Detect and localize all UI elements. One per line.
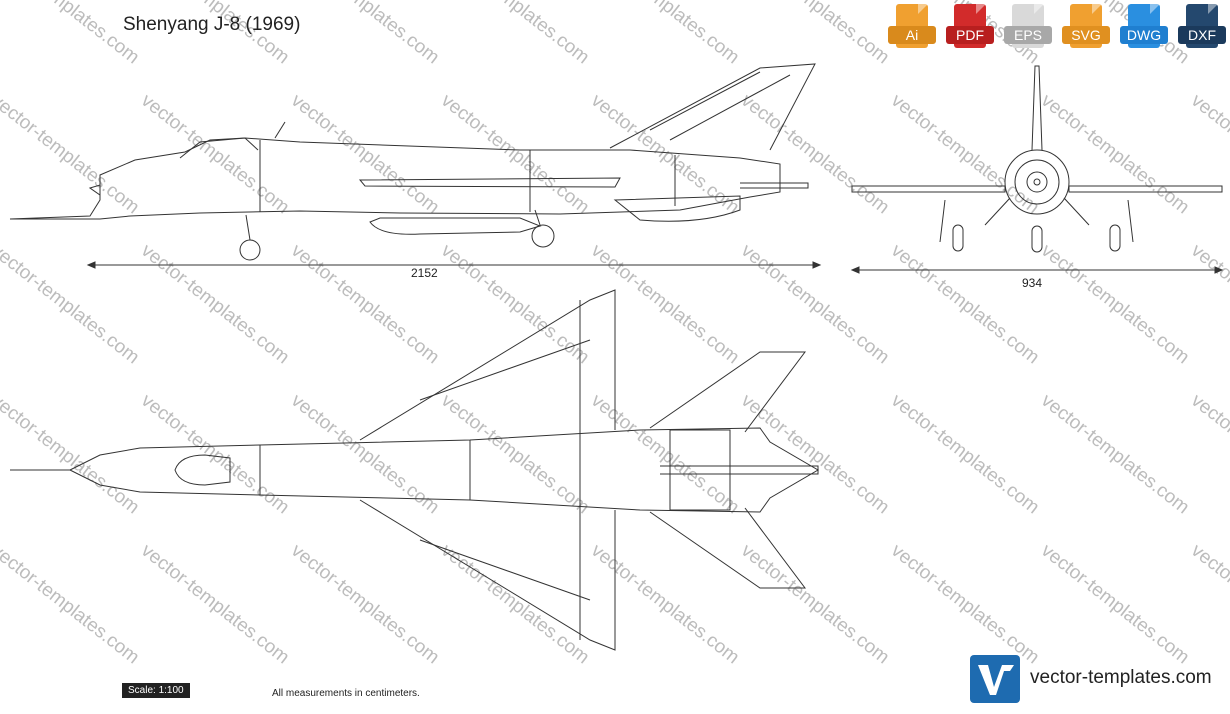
front-view xyxy=(851,65,1223,253)
length-dimension-label: 2152 xyxy=(411,266,438,280)
format-dxf-button[interactable]: DXF xyxy=(1178,4,1226,52)
scale-badge: Scale: 1:100 xyxy=(122,683,190,698)
format-dxf-label: DXF xyxy=(1178,26,1226,44)
side-view xyxy=(9,63,816,261)
format-dwg-label: DWG xyxy=(1120,26,1168,44)
page-title: Shenyang J-8 (1969) xyxy=(123,14,301,35)
format-downloads: Ai PDF EPS SVG DWG DXF xyxy=(888,4,1226,52)
format-svg-label: SVG xyxy=(1062,26,1110,44)
format-ai-label: Ai xyxy=(888,26,936,44)
format-ai-button[interactable]: Ai xyxy=(888,4,936,52)
format-pdf-label: PDF xyxy=(946,26,994,44)
span-dimension-label: 934 xyxy=(1022,276,1043,290)
top-view xyxy=(10,289,819,651)
format-pdf-button[interactable]: PDF xyxy=(946,4,994,52)
measurement-note: All measurements in centimeters. xyxy=(272,688,420,699)
brand-link[interactable]: vector-templates.com xyxy=(1030,667,1212,688)
format-eps-label: EPS xyxy=(1004,26,1052,44)
format-eps-button[interactable]: EPS xyxy=(1004,4,1052,52)
format-dwg-button[interactable]: DWG xyxy=(1120,4,1168,52)
brand-logo-icon[interactable] xyxy=(970,655,1020,703)
format-svg-button[interactable]: SVG xyxy=(1062,4,1110,52)
